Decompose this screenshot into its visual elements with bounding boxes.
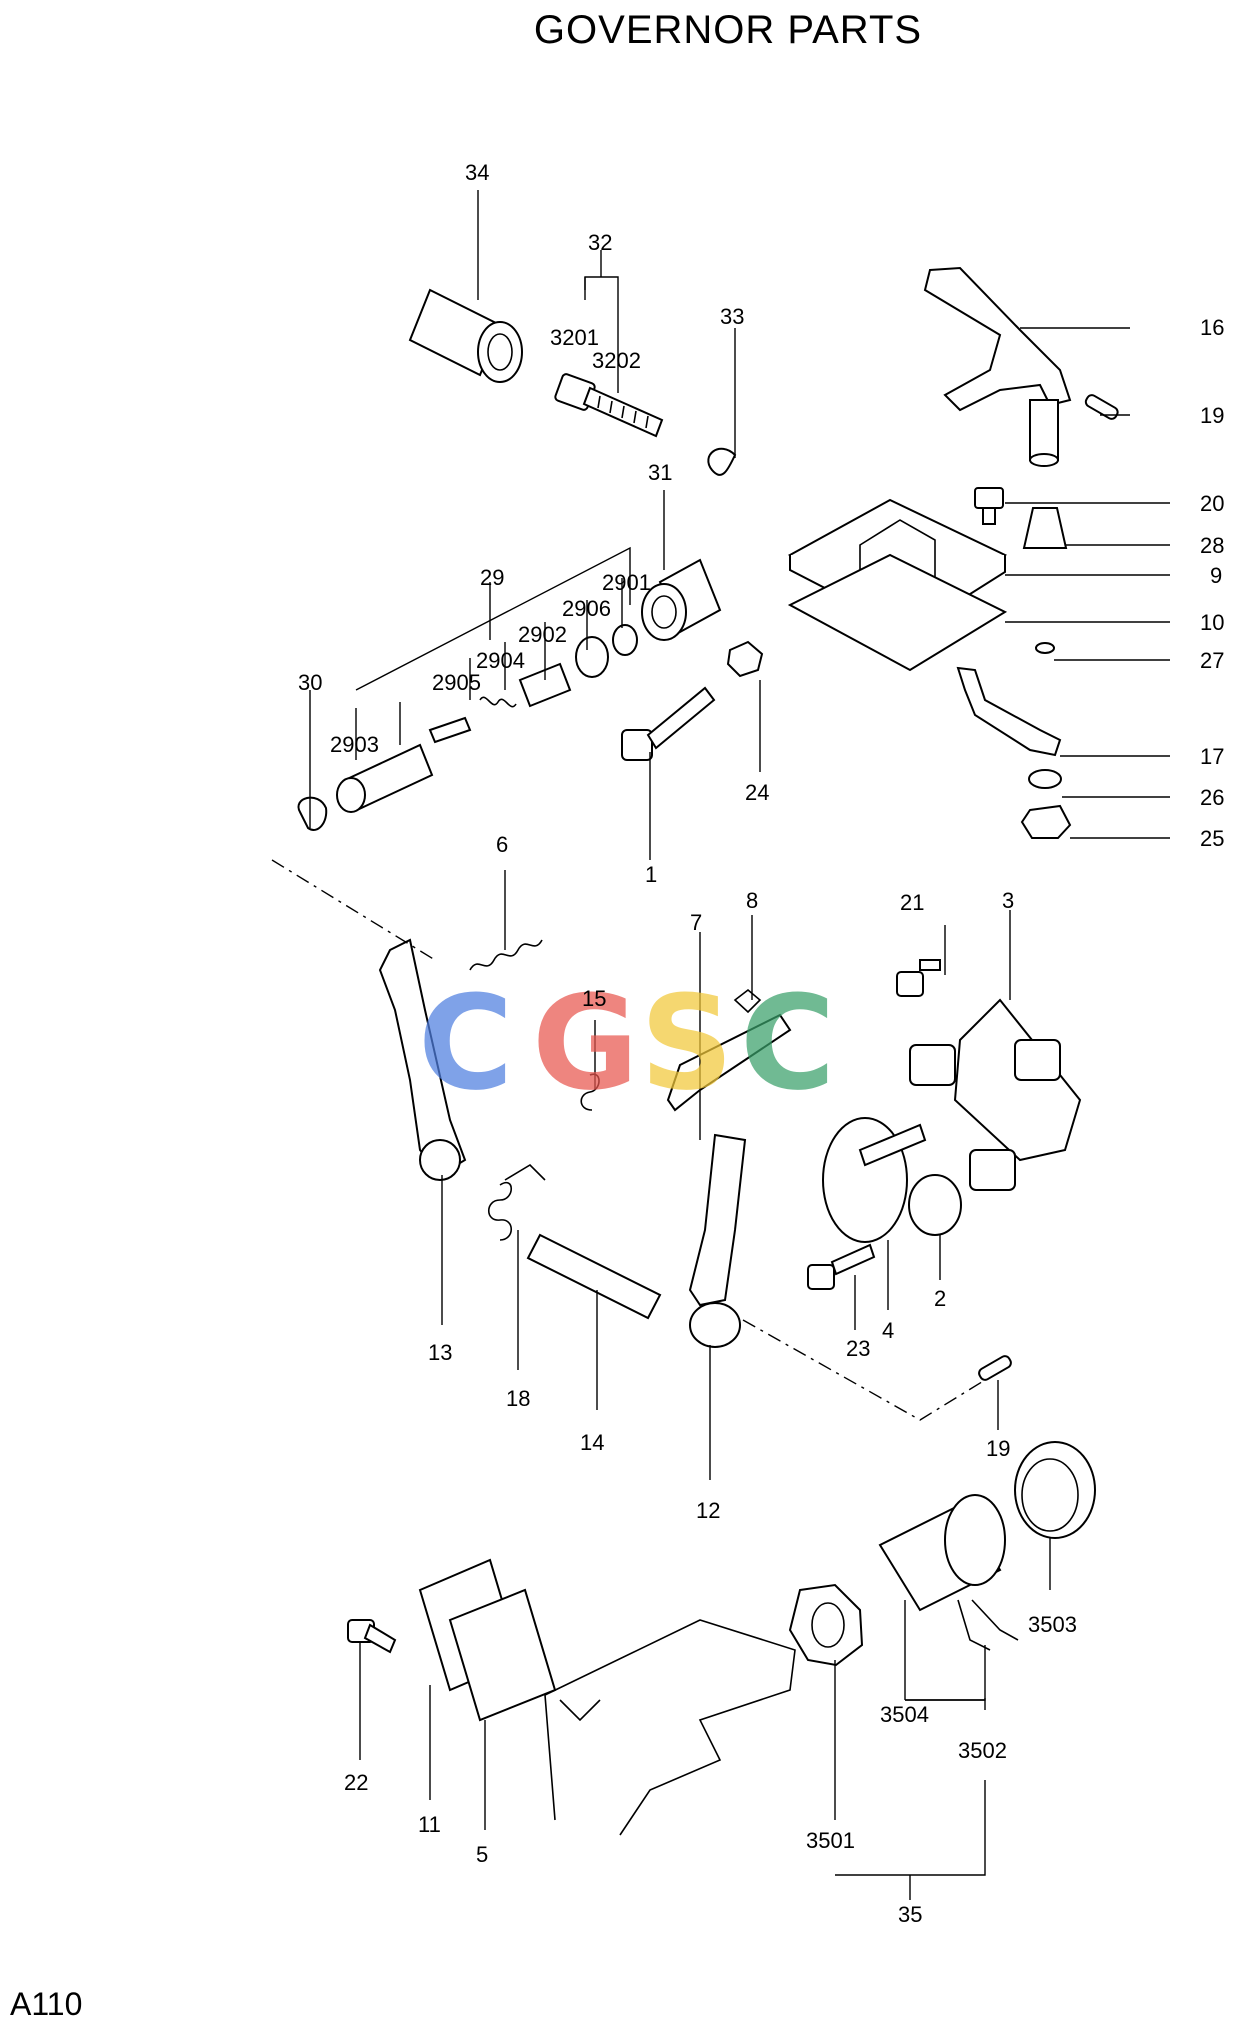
label-29: 29 [480, 565, 504, 590]
label-7: 7 [690, 910, 702, 935]
part-25-nut [1020, 804, 1072, 839]
label-23: 23 [846, 1336, 870, 1361]
part-13-lever [378, 938, 467, 1181]
label-3201: 3201 [550, 325, 599, 350]
label-2901: 2901 [602, 570, 651, 595]
label-16: 16 [1200, 315, 1224, 340]
label-35-group: 35 [898, 1902, 922, 1927]
label-34: 34 [465, 160, 489, 185]
watermark: C G S C [418, 967, 835, 1119]
label-14: 14 [580, 1430, 604, 1455]
label-3: 3 [1002, 888, 1014, 913]
part-3-holder [909, 998, 1082, 1191]
part-19-pin [1084, 394, 1119, 420]
part-35-solenoid [788, 1441, 1096, 1667]
label-19-lower: 19 [986, 1436, 1010, 1461]
part-14-shaft [526, 1233, 662, 1320]
label-2: 2 [934, 1286, 946, 1311]
part-2-roller [908, 1174, 962, 1236]
label-12: 12 [696, 1498, 720, 1523]
label-25: 25 [1200, 826, 1224, 851]
part-20-bolt [974, 487, 1004, 525]
part-28-cap [1022, 507, 1068, 549]
label-13: 13 [428, 1340, 452, 1365]
label-22: 22 [344, 1770, 368, 1795]
page-code: A110 [10, 1986, 83, 2022]
label-20: 20 [1200, 491, 1224, 516]
part-26-washer [1028, 769, 1062, 789]
part-31-sleeve [641, 558, 722, 641]
label-6: 6 [496, 832, 508, 857]
watermark-letter-g: G [532, 967, 639, 1119]
label-11: 11 [418, 1812, 441, 1837]
label-31: 31 [648, 460, 672, 485]
part-16-fork-lever [923, 266, 1072, 467]
page-title: GOVERNOR PARTS [533, 8, 923, 52]
label-8: 8 [746, 888, 758, 913]
leader-lines [271, 190, 1170, 1900]
label-32: 32 [588, 230, 612, 255]
label-15: 15 [582, 986, 606, 1011]
label-3503: 3503 [1028, 1612, 1077, 1637]
part-3201-bolt [554, 373, 664, 438]
label-3202: 3202 [592, 348, 641, 373]
part-number-labels: 34 32 3201 3202 33 31 16 19 20 28 9 10 2… [298, 160, 1224, 1867]
label-26: 26 [1200, 785, 1224, 810]
part-34-sleeve [408, 288, 523, 383]
label-5: 5 [476, 1842, 488, 1867]
part-12-lever [688, 1133, 747, 1348]
watermark-letter-s: S [640, 967, 734, 1119]
part-10-gasket [787, 553, 1008, 672]
part-22-bolt [347, 1619, 397, 1654]
part-21-bolt [896, 959, 941, 997]
part-8-clip [733, 988, 762, 1014]
label-2904: 2904 [476, 648, 525, 673]
part-33-clip [707, 447, 737, 476]
label-30: 30 [298, 670, 322, 695]
label-2903: 2903 [330, 732, 379, 757]
part-30-circlip [297, 796, 328, 831]
label-17: 17 [1200, 744, 1224, 769]
label-21: 21 [900, 890, 924, 915]
part-24-nut [726, 640, 764, 678]
label-28: 28 [1200, 533, 1224, 558]
part-4-weight [822, 1117, 927, 1243]
engine-case-outline [544, 1619, 796, 1836]
label-18: 18 [506, 1386, 530, 1411]
label-3501: 3501 [806, 1828, 855, 1853]
label-9: 9 [1210, 563, 1222, 588]
part-23-bolt [807, 1243, 876, 1290]
part-18-spring [487, 1163, 546, 1241]
watermark-letter-c1: C [418, 967, 513, 1119]
part-29-assembly [336, 624, 638, 813]
part-17-arm [956, 666, 1062, 757]
label-3504: 3504 [880, 1702, 929, 1727]
label-24: 24 [745, 780, 769, 805]
label-1: 1 [645, 862, 657, 887]
part-6-spring [469, 939, 543, 971]
watermark-letter-c2: C [740, 967, 835, 1119]
label-27: 27 [1200, 648, 1224, 673]
label-3502: 3502 [958, 1738, 1007, 1763]
label-2906: 2906 [562, 596, 611, 621]
part-15-spring [580, 1073, 600, 1111]
label-19: 19 [1200, 403, 1224, 428]
part-27-ring [1035, 642, 1055, 654]
label-2902: 2902 [518, 622, 567, 647]
part-19-pin-lower [978, 1355, 1012, 1381]
label-4: 4 [882, 1318, 894, 1343]
label-10: 10 [1200, 610, 1224, 635]
part-1-bolt [621, 686, 716, 761]
label-2905: 2905 [432, 670, 481, 695]
label-33: 33 [720, 304, 744, 329]
